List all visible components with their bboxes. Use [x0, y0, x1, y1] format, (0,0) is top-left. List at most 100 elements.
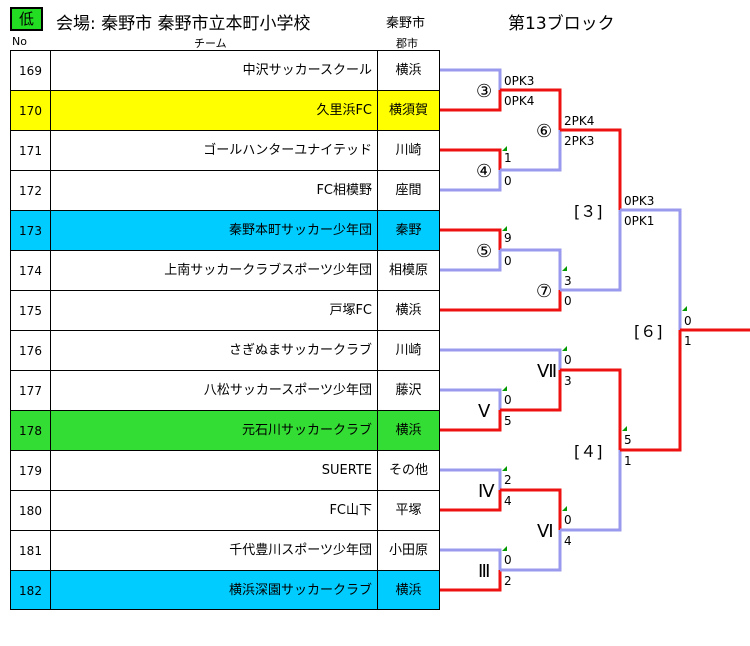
match-score-top: 0PK3	[504, 74, 534, 88]
team-city: 横須賀	[377, 90, 440, 130]
team-name: 中沢サッカースクール	[50, 50, 377, 90]
team-number: 169	[10, 50, 50, 90]
team-number: 180	[10, 490, 50, 530]
match-score-top: 0	[504, 393, 512, 407]
venue-city: 秦野市	[386, 16, 426, 31]
bracket-line	[620, 330, 682, 452]
team-number: 178	[10, 410, 50, 450]
team-city: 横浜	[377, 290, 440, 330]
match-score-top: 1	[504, 151, 512, 165]
match-score-top: 0	[564, 513, 572, 527]
match-label: Ⅴ	[478, 401, 491, 422]
match-label: ④	[476, 161, 492, 182]
team-number: 179	[10, 450, 50, 490]
team-number: 172	[10, 170, 50, 210]
win-marker-icon	[562, 346, 567, 351]
match-score-bottom: 1	[624, 454, 632, 468]
match-score-bottom: 5	[504, 414, 512, 428]
bracket-line	[440, 290, 562, 312]
bracket-line	[440, 68, 502, 90]
win-marker-icon	[502, 386, 507, 391]
match-score-top: 2PK4	[564, 114, 594, 128]
bracket-line	[500, 488, 562, 530]
match-score-bottom: 1	[684, 334, 692, 348]
bracket-line	[440, 548, 502, 570]
team-city: 相模原	[377, 250, 440, 290]
win-marker-icon	[502, 146, 507, 151]
bracket-line	[440, 388, 502, 410]
team-number: 177	[10, 370, 50, 410]
bracket-line	[440, 90, 502, 112]
bracket-line	[500, 130, 562, 172]
win-marker-icon	[502, 226, 507, 231]
match-score-bottom: 0	[504, 254, 512, 268]
match-score-top: 2	[504, 473, 512, 487]
bracket-line	[440, 570, 502, 592]
team-number: 171	[10, 130, 50, 170]
team-city: 小田原	[377, 530, 440, 570]
bracket-line	[500, 530, 562, 572]
bracket-line	[440, 228, 502, 250]
team-city: 横浜	[377, 50, 440, 90]
bracket-line	[560, 450, 622, 532]
team-city: 横浜	[377, 570, 440, 610]
team-name: FC山下	[50, 490, 377, 530]
match-score-top: 9	[504, 231, 512, 245]
team-name: FC相模野	[50, 170, 377, 210]
team-city: 藤沢	[377, 370, 440, 410]
win-marker-icon	[622, 426, 627, 431]
team-name: 千代豊川スポーツ少年団	[50, 530, 377, 570]
bracket-line	[440, 250, 502, 272]
team-number: 174	[10, 250, 50, 290]
team-number: 176	[10, 330, 50, 370]
match-label: Ⅶ	[537, 361, 557, 382]
bracket-line	[500, 370, 562, 412]
match-score-bottom: 2PK3	[564, 134, 594, 148]
team-city: その他	[377, 450, 440, 490]
bracket-line	[500, 248, 562, 290]
team-name: 横浜深園サッカークラブ	[50, 570, 377, 610]
win-marker-icon	[562, 266, 567, 271]
col-header-no: No	[12, 35, 27, 48]
team-name: さぎぬまサッカークラブ	[50, 330, 377, 370]
match-score-bottom: 0PK4	[504, 94, 534, 108]
team-name: SUERTE	[50, 450, 377, 490]
match-score-bottom: 0	[564, 294, 572, 308]
match-label: Ⅳ	[478, 481, 495, 502]
bracket-line	[560, 210, 622, 292]
bracket-line	[440, 490, 502, 512]
match-label: [６]	[634, 322, 663, 341]
team-name: ゴールハンターユナイテッド	[50, 130, 377, 170]
team-city: 座間	[377, 170, 440, 210]
match-score-top: 0PK3	[624, 194, 654, 208]
low-division-badge: 低	[10, 7, 43, 31]
match-score-bottom: 2	[504, 574, 512, 588]
team-city: 川崎	[377, 330, 440, 370]
bracket-line	[500, 88, 562, 130]
team-number: 175	[10, 290, 50, 330]
win-marker-icon	[502, 546, 507, 551]
match-score-top: 5	[624, 433, 632, 447]
match-score-top: 3	[564, 274, 572, 288]
col-header-city: 郡市	[396, 37, 418, 50]
team-number: 181	[10, 530, 50, 570]
bracket-line	[440, 170, 502, 192]
bracket-line	[440, 468, 502, 490]
block-title: 第13ブロック	[508, 14, 615, 34]
team-city: 横浜	[377, 410, 440, 450]
venue-title: 会場: 秦野市 秦野市立本町小学校	[56, 14, 311, 34]
win-marker-icon	[502, 466, 507, 471]
match-label: [３]	[574, 202, 603, 221]
team-number: 170	[10, 90, 50, 130]
match-label: Ⅵ	[537, 521, 554, 542]
